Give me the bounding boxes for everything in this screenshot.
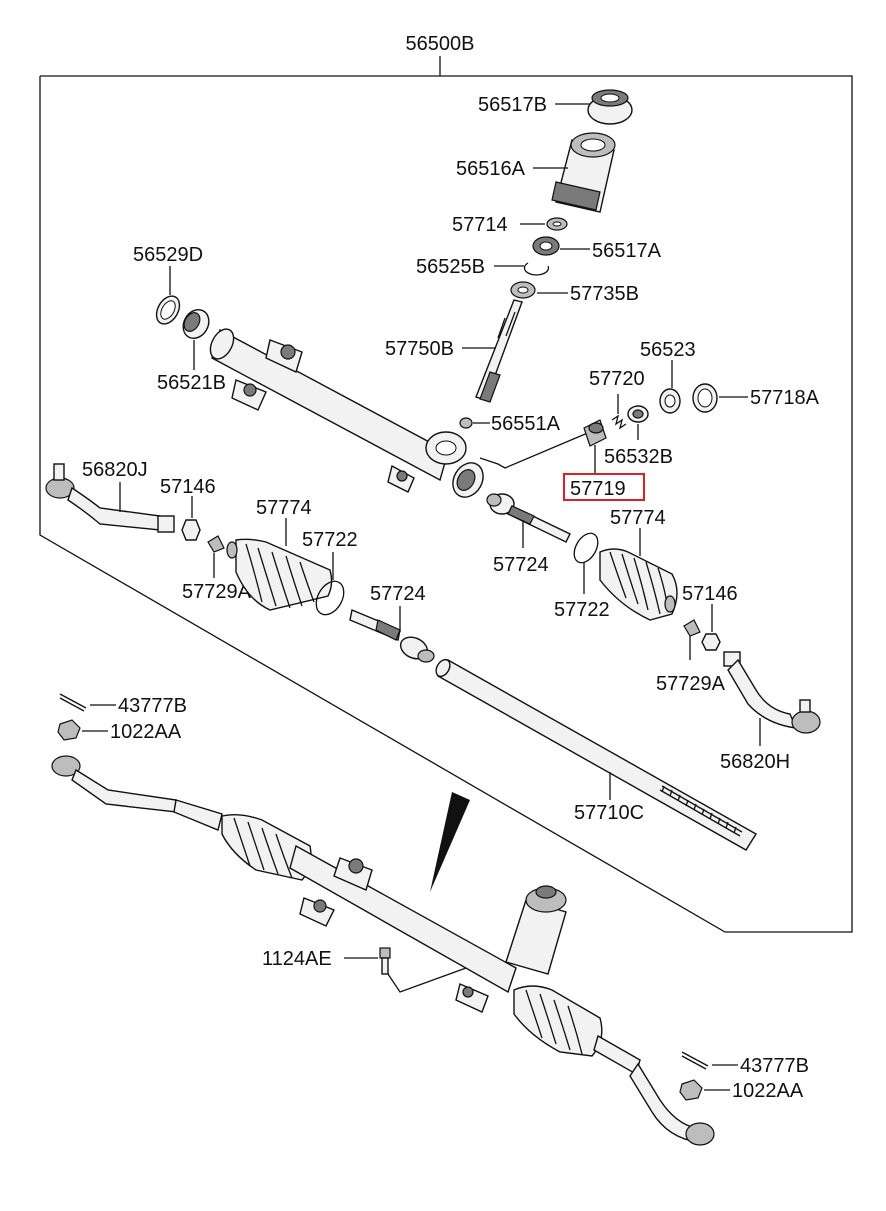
pinion-shaft-57750B-part <box>475 299 523 403</box>
label-56820J: 56820J <box>82 459 148 481</box>
assembly-frame <box>39 75 853 933</box>
nut-1022AA-left-part <box>57 719 81 741</box>
rack-housing-part <box>209 328 484 498</box>
label-1022AA-right: 1022AA <box>732 1080 804 1102</box>
label-1124AE: 1124AE <box>262 948 332 970</box>
cotter-pin-43777B-right-part <box>681 1051 709 1070</box>
label-56521B: 56521B <box>157 372 226 394</box>
label-56517A: 56517A <box>592 240 662 262</box>
label-57774-right: 57774 <box>610 507 666 529</box>
label-56517B: 56517B <box>478 94 547 116</box>
label-57729A-left: 57729A <box>182 581 252 603</box>
label-57719: 57719 <box>570 478 626 500</box>
housing-56516A-part <box>551 132 616 213</box>
label-57714: 57714 <box>452 214 508 236</box>
label-56516A: 56516A <box>456 158 526 180</box>
label-43777B-left: 43777B <box>118 695 187 717</box>
inner-tie-rod-57724-left-part <box>349 609 435 663</box>
band-57722-left-part <box>315 580 345 616</box>
label-57722-left: 57722 <box>302 529 358 551</box>
cap-56532B-part <box>627 405 649 423</box>
direction-arrow-part <box>430 792 470 892</box>
label-57735B: 57735B <box>570 283 639 305</box>
label-56551A: 56551A <box>491 413 561 435</box>
band-57722-right-part <box>573 532 599 564</box>
nut-57146-left-part <box>181 519 201 541</box>
seal-ring-56529D-part <box>155 295 181 325</box>
label-57710C: 57710C <box>574 802 644 824</box>
label-57774-left: 57774 <box>256 497 312 519</box>
boot-57774-right-part <box>599 548 678 621</box>
seal-56517B-part <box>587 89 633 125</box>
ring-57718A-part <box>692 383 718 413</box>
label-56525B: 56525B <box>416 256 485 278</box>
label-56820H: 56820H <box>720 751 790 773</box>
assembly-label: 56500B <box>406 33 475 55</box>
label-57750B: 57750B <box>385 338 454 360</box>
bolt-1124AE-part <box>379 947 391 975</box>
washer-57714-part <box>546 217 568 231</box>
highlight-box-57719 <box>563 473 645 501</box>
label-1022AA-left: 1022AA <box>110 721 182 743</box>
plug-56551A-part <box>459 417 473 429</box>
label-57722-right: 57722 <box>554 599 610 621</box>
nut-1022AA-right-part <box>679 1079 703 1101</box>
bearing-56517A-part <box>532 236 560 256</box>
inner-tie-rod-57724-right-part <box>486 493 571 543</box>
label-57718A: 57718A <box>750 387 820 409</box>
spring-57720-part <box>611 414 627 430</box>
label-56523: 56523 <box>640 339 696 361</box>
nut-57146-right-part <box>701 633 721 651</box>
cotter-pin-43777B-left-part <box>59 693 87 712</box>
clip-57729A-right-part <box>683 619 701 637</box>
yoke-57719-part <box>583 419 607 447</box>
label-57724-left: 57724 <box>370 583 426 605</box>
clip-57729A-left-part <box>207 535 225 553</box>
label-56532B: 56532B <box>604 446 673 468</box>
bushing-56521B-part <box>182 308 210 340</box>
washer-57735B-part <box>510 281 536 299</box>
boot-57774-left-part <box>226 538 333 611</box>
assembled-steering-gear-part <box>51 755 715 1146</box>
label-57720: 57720 <box>589 368 645 390</box>
label-57146-left: 57146 <box>160 476 216 498</box>
tie-rod-end-56820H-part <box>723 651 821 734</box>
label-57146-right: 57146 <box>682 583 738 605</box>
label-57729A-right: 57729A <box>656 673 726 695</box>
tie-rod-end-56820J-part <box>45 463 175 533</box>
label-57724-right: 57724 <box>493 554 549 576</box>
label-43777B-right: 43777B <box>740 1055 809 1077</box>
label-56529D: 56529D <box>133 244 203 266</box>
nut-56523-part <box>659 388 681 414</box>
rack-57710C-part <box>435 658 757 851</box>
snap-ring-56525B-part <box>523 262 550 276</box>
